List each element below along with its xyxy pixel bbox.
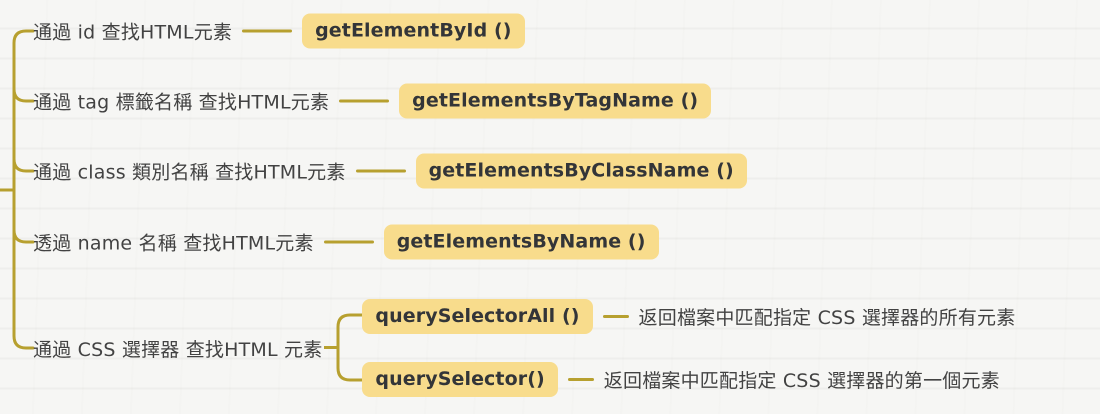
branch-label[interactable]: 通過 tag 標籤名稱 查找HTML元素 xyxy=(33,91,330,114)
connector-line xyxy=(339,99,390,103)
method-node[interactable]: getElementsByClassName () xyxy=(415,153,747,189)
child-row-queryselectorall: querySelectorAll () 返回檔案中匹配指定 CSS 選擇器的所有… xyxy=(362,299,1015,334)
method-node[interactable]: getElementsByTagName () xyxy=(399,83,712,119)
css-selector-children: querySelectorAll () 返回檔案中匹配指定 CSS 選擇器的所有… xyxy=(362,299,1015,397)
method-node[interactable]: querySelector() xyxy=(362,362,558,397)
branch-row-class: 通過 class 類別名稱 查找HTML元素 getElementsByClas… xyxy=(33,153,747,189)
child-bracket-lines xyxy=(324,313,363,382)
branch-row-id: 通過 id 查找HTML元素 getElementById () xyxy=(33,13,525,49)
method-description[interactable]: 返回檔案中匹配指定 CSS 選擇器的所有元素 xyxy=(638,307,1016,329)
branch-label[interactable]: 通過 id 查找HTML元素 xyxy=(33,21,233,44)
method-node[interactable]: getElementsByName () xyxy=(383,224,659,260)
connector-line xyxy=(602,315,629,318)
branch-row-tag: 通過 tag 標籤名稱 查找HTML元素 getElementsByTagNam… xyxy=(33,83,712,119)
connector-line xyxy=(323,240,374,244)
connector-line xyxy=(242,29,293,33)
child-row-queryselector: querySelector() 返回檔案中匹配指定 CSS 選擇器的第一個元素 xyxy=(362,362,1015,397)
method-node[interactable]: querySelectorAll () xyxy=(362,299,593,334)
branch-row-name: 透過 name 名稱 查找HTML元素 getElementsByName () xyxy=(33,224,659,260)
connector-line xyxy=(567,378,594,381)
connector-line xyxy=(355,169,406,173)
method-description[interactable]: 返回檔案中匹配指定 CSS 選擇器的第一個元素 xyxy=(603,370,1000,392)
branch-label[interactable]: 通過 CSS 選擇器 查找HTML 元素 xyxy=(33,338,323,361)
branch-label[interactable]: 透過 name 名稱 查找HTML元素 xyxy=(33,232,314,255)
branch-label[interactable]: 通過 class 類別名稱 查找HTML元素 xyxy=(33,161,346,184)
method-node[interactable]: getElementById () xyxy=(302,13,525,49)
branch-row-css-selector: 通過 CSS 選擇器 查找HTML 元素 querySelectorAll ()… xyxy=(33,297,1015,399)
